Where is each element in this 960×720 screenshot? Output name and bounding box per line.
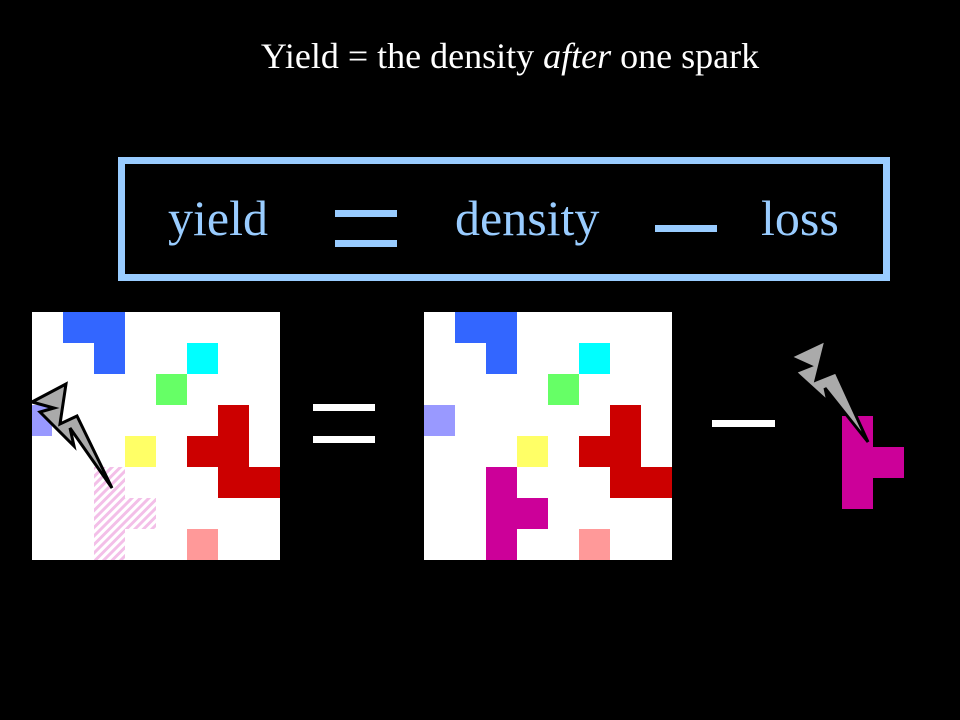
blue-block bbox=[455, 312, 517, 374]
green-block bbox=[548, 374, 579, 405]
minus-sign bbox=[712, 420, 775, 427]
loss-piece bbox=[786, 337, 904, 509]
hatched-removed-block bbox=[94, 467, 156, 560]
title-emphasis: after bbox=[543, 36, 612, 76]
yellow-block bbox=[125, 436, 156, 467]
green-block bbox=[156, 374, 187, 405]
formula-term-density: density bbox=[455, 190, 600, 246]
formula-term-loss: loss bbox=[761, 190, 839, 246]
formula-term-yield: yield bbox=[168, 190, 268, 246]
yellow-block bbox=[517, 436, 548, 467]
pink-block bbox=[579, 529, 610, 560]
blue-block bbox=[63, 312, 125, 374]
lightning-bolt-icon bbox=[27, 381, 114, 489]
lavender-block bbox=[424, 405, 455, 436]
equals-sign bbox=[313, 404, 375, 443]
pink-block bbox=[187, 529, 218, 560]
slide-title: Yield = the density after one spark bbox=[0, 30, 960, 82]
cyan-block bbox=[579, 343, 610, 374]
title-suffix: one spark bbox=[611, 36, 760, 76]
title-prefix: Yield = the density bbox=[260, 36, 544, 76]
grid-density bbox=[424, 312, 672, 560]
formula-box: yield density loss bbox=[118, 157, 890, 281]
grid-before-spark bbox=[27, 312, 280, 560]
cyan-block bbox=[187, 343, 218, 374]
lightning-bolt-icon bbox=[786, 337, 870, 443]
magenta-block bbox=[486, 467, 548, 560]
red-block bbox=[579, 405, 672, 498]
red-block bbox=[187, 405, 280, 498]
magenta-block bbox=[842, 416, 904, 509]
